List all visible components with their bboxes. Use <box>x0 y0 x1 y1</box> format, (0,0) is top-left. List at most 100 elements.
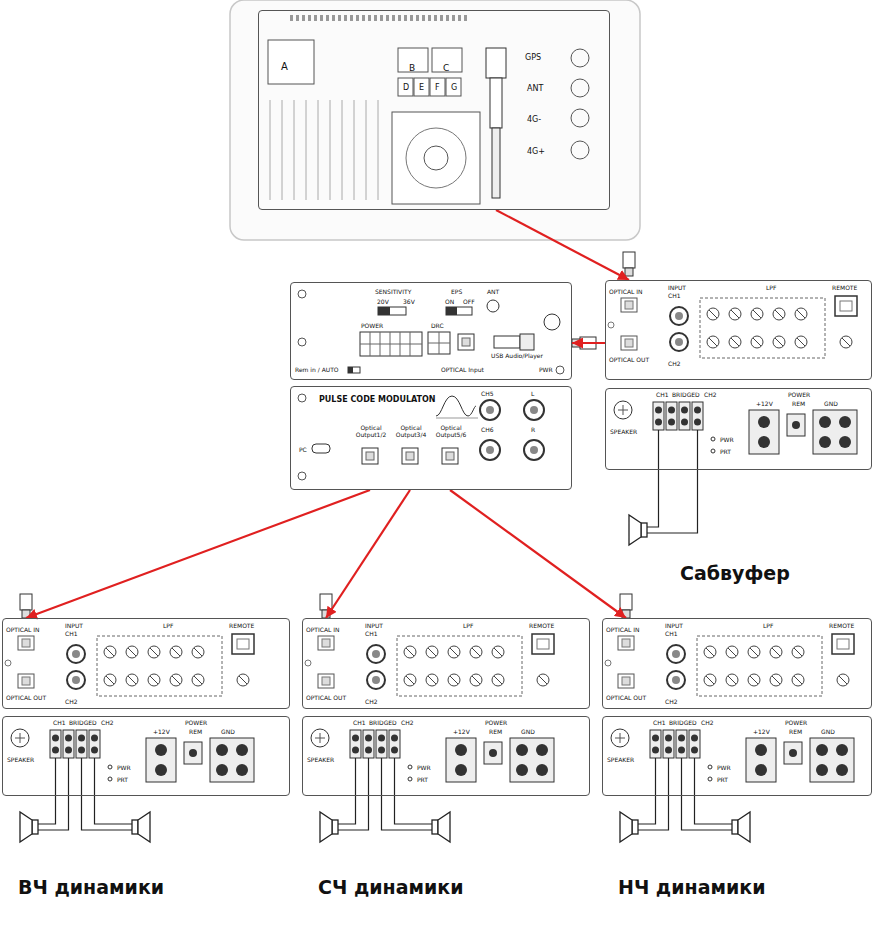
panel-label: LPF <box>163 623 173 630</box>
panel-label: POWER <box>485 720 507 727</box>
panel-label: CH1 <box>53 720 66 727</box>
panel-label: PWR <box>720 437 734 444</box>
speaker-group-label: Сабвуфер <box>680 562 790 584</box>
panel-label: BRIDGED <box>69 720 97 727</box>
panel-label: SPEAKER <box>7 757 34 764</box>
amplifier-input-panel: OPTICAL INOPTICAL OUTINPUTCH1CH2LPFREMOT… <box>602 618 872 709</box>
amplifier-power-panel: SPEAKERCH1BRIDGEDCH2POWER+12VREMGNDPWRPR… <box>605 388 872 470</box>
panel-label: GND <box>221 729 235 736</box>
panel-label: OPTICAL IN <box>306 627 340 634</box>
panel-label: PRT <box>717 777 728 784</box>
panel-label: CH1 <box>656 392 669 399</box>
panel-label: INPUT <box>65 623 83 630</box>
panel-label: REM <box>789 729 802 736</box>
panel-label: EPS <box>451 289 462 296</box>
panel-label: +12V <box>153 729 170 736</box>
amplifier-input-panel: OPTICAL INOPTICAL OUTINPUTCH1CH2LPFREMOT… <box>605 280 872 380</box>
panel-label: PWR <box>539 367 553 374</box>
panel-label: L <box>531 391 534 398</box>
panel-label: OPTICAL IN <box>606 627 640 634</box>
panel-label: REMOTE <box>832 285 857 292</box>
optical-cable-arrow <box>26 490 370 618</box>
panel-label: LPF <box>766 285 776 292</box>
panel-label: PULSE CODE MODULATON <box>319 395 436 404</box>
panel-label: PRT <box>117 777 128 784</box>
optical-cable-arrow <box>496 210 629 280</box>
optical-cable-arrow <box>326 490 410 618</box>
panel-label: INPUT <box>365 623 383 630</box>
panel-label: E <box>419 83 424 92</box>
panel-label: CH5 <box>481 391 494 398</box>
panel-label: OPTICAL OUT <box>606 695 646 702</box>
panel-label: OPTICAL OUT <box>306 695 346 702</box>
panel-label: USB Audio/Player <box>491 353 543 360</box>
head-unit-art <box>230 0 640 240</box>
panel-label: B <box>409 63 415 73</box>
panel-label: ANT <box>527 84 543 93</box>
amplifier-power-panel: SPEAKERCH1BRIDGEDCH2POWER+12VREMGNDPWRPR… <box>2 716 290 796</box>
panel-label: GND <box>824 401 838 408</box>
panel-label: CH1 <box>353 720 366 727</box>
panel-label: CH2 <box>665 699 678 706</box>
head-unit-panel: ABCDEFGGPSANT4G-4G+ <box>258 10 610 210</box>
panel-label: SPEAKER <box>610 429 637 436</box>
panel-label: INPUT <box>665 623 683 630</box>
panel-label: PRT <box>417 777 428 784</box>
panel-label: REM <box>792 401 805 408</box>
panel-label: REMOTE <box>529 623 554 630</box>
optical-cable-arrow <box>450 490 626 618</box>
panel-label: CH2 <box>701 720 714 727</box>
dsp-input-panel-art <box>298 290 564 374</box>
amplifier-power-panel: SPEAKERCH1BRIDGEDCH2POWER+12VREMGNDPWRPR… <box>302 716 590 796</box>
panel-label: GND <box>521 729 535 736</box>
dsp-input-panel: SENSITIVITY20V36VEPSONOFFANTPOWERDRCOPTI… <box>290 282 572 380</box>
panel-label: CH1 <box>653 720 666 727</box>
panel-label: INPUT <box>668 285 686 292</box>
panel-label: OFF <box>463 299 475 306</box>
panel-label: BRIDGED <box>672 392 700 399</box>
panel-label: CH2 <box>101 720 114 727</box>
panel-label: A <box>281 61 288 73</box>
panel-label: CH2 <box>65 699 78 706</box>
panel-label: CH1 <box>665 631 678 638</box>
panel-label: LPF <box>463 623 473 630</box>
panel-label: SPEAKER <box>307 757 334 764</box>
optical-cable-arrow <box>572 342 605 344</box>
panel-label: G <box>451 83 457 92</box>
panel-label: OPTICAL OUT <box>6 695 46 702</box>
panel-label: SENSITIVITY <box>375 289 411 296</box>
panel-label: Rem in / AUTO <box>295 367 339 374</box>
panel-label: PWR <box>717 765 731 772</box>
panel-label: CH1 <box>365 631 378 638</box>
panel-label: CH1 <box>668 293 681 300</box>
amplifier-power-panel: SPEAKERCH1BRIDGEDCH2POWER+12VREMGNDPWRPR… <box>602 716 872 796</box>
panel-label: Optical Output3/4 <box>392 425 430 439</box>
panel-label: 4G- <box>527 115 541 124</box>
panel-label: C <box>443 63 449 73</box>
panel-label: 36V <box>403 299 415 306</box>
panel-label: +12V <box>753 729 770 736</box>
dsp-output-panel-art <box>298 394 544 480</box>
panel-label: +12V <box>756 401 773 408</box>
panel-label: REM <box>489 729 502 736</box>
speaker-group-label: НЧ динамики <box>618 876 766 898</box>
panel-label: PRT <box>720 449 731 456</box>
panel-label: CH6 <box>481 427 494 434</box>
panel-label: REMOTE <box>829 623 854 630</box>
panel-label: CH2 <box>365 699 378 706</box>
panel-label: OPTICAL IN <box>6 627 40 634</box>
panel-label: GND <box>821 729 835 736</box>
panel-label: PC <box>299 447 307 454</box>
panel-label: REM <box>189 729 202 736</box>
panel-label: SPEAKER <box>607 757 634 764</box>
panel-label: CH2 <box>668 361 681 368</box>
panel-label: BRIDGED <box>369 720 397 727</box>
amplifier-input-panel: OPTICAL IN OPTICAL OUT INPUTCH1CH2 LPF REMOT… <box>302 618 590 709</box>
panel-label: Optical Output1/2 <box>352 425 390 439</box>
amplifier-input-panel: OPTICAL INOPTICAL OUTINPUTCH1CH2LPFREMOT… <box>2 618 290 709</box>
panel-label: CH1 <box>65 631 78 638</box>
panel-label: CH2 <box>401 720 414 727</box>
panel-label: +12V <box>453 729 470 736</box>
panel-label: POWER <box>361 323 383 330</box>
